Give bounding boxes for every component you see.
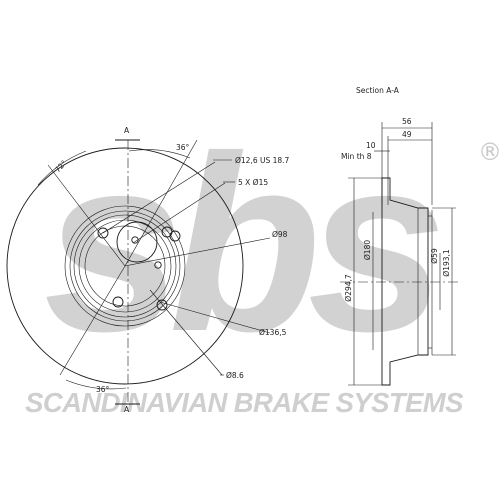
leader-holes: [132, 182, 226, 244]
hat-ring-1: [69, 210, 181, 322]
dia-outer: Ø294,7: [344, 274, 353, 302]
leader-center-bore: [124, 237, 271, 267]
dia-hub: Ø59: [430, 248, 439, 264]
logo-tagline: SCANDINAVIAN BRAKE SYSTEMS: [25, 387, 464, 418]
logo-text: sbs: [44, 104, 439, 383]
leader-small-hole: [149, 289, 223, 376]
thickness: 10: [366, 141, 376, 150]
leader-bolt-hole: [102, 161, 216, 234]
angle-line-bottom: [59, 265, 126, 376]
angle-arc-bottom: [65, 379, 127, 390]
min-thickness: Min th 8: [341, 152, 372, 161]
angle-arc-left: [37, 150, 87, 186]
angle-line-top: [124, 139, 198, 267]
width-hat: 49: [402, 130, 412, 139]
disc-section-profile: [381, 177, 429, 386]
center-bore: [116, 221, 158, 263]
callout-bolt-hole: Ø12,6 US 18.7: [235, 156, 290, 165]
width-overall: 56: [402, 117, 412, 126]
section-mark-bottom: A: [124, 405, 130, 414]
bolt-hole: [112, 296, 124, 308]
callout-small-hole: Ø8.6: [226, 371, 244, 380]
callout-holes: 5 X Ø15: [238, 178, 268, 187]
angle-arc-top: [128, 149, 191, 159]
dia-hat: Ø193,1: [442, 249, 451, 277]
small-hole: [154, 261, 162, 269]
section-mark-top: A: [124, 126, 130, 135]
registered-mark: ®: [478, 138, 500, 166]
sbs-logo-watermark: sbs ® SCANDINAVIAN BRAKE SYSTEMS: [25, 104, 500, 418]
angle-line-left: [47, 164, 126, 267]
hat-ring-3: [78, 219, 172, 313]
bolt-hole: [97, 227, 109, 239]
section-view: Section A-A 56 49 10 Min th 8 Ø294,7 Ø18…: [340, 86, 460, 386]
section-title: Section A-A: [356, 86, 400, 95]
leader-pcd: [159, 301, 271, 334]
angle-label-bottom: 36°: [96, 385, 110, 394]
disc-outer-edge: [6, 147, 244, 385]
small-hole: [131, 236, 139, 244]
angle-label-top: 36°: [176, 143, 190, 152]
bolt-hole: [161, 226, 173, 238]
bolt-hole: [156, 299, 168, 311]
friction-ring-inner: [64, 205, 186, 327]
hat-ring-2: [73, 214, 177, 318]
callout-pcd: Ø136,5: [259, 328, 287, 337]
callout-center-bore: Ø98: [272, 230, 288, 239]
dia-friction-inner: Ø180: [363, 240, 372, 260]
front-view: A A 36° 36° 72° Ø12,6 US 18.7 5 X Ø15 Ø9…: [6, 126, 290, 414]
